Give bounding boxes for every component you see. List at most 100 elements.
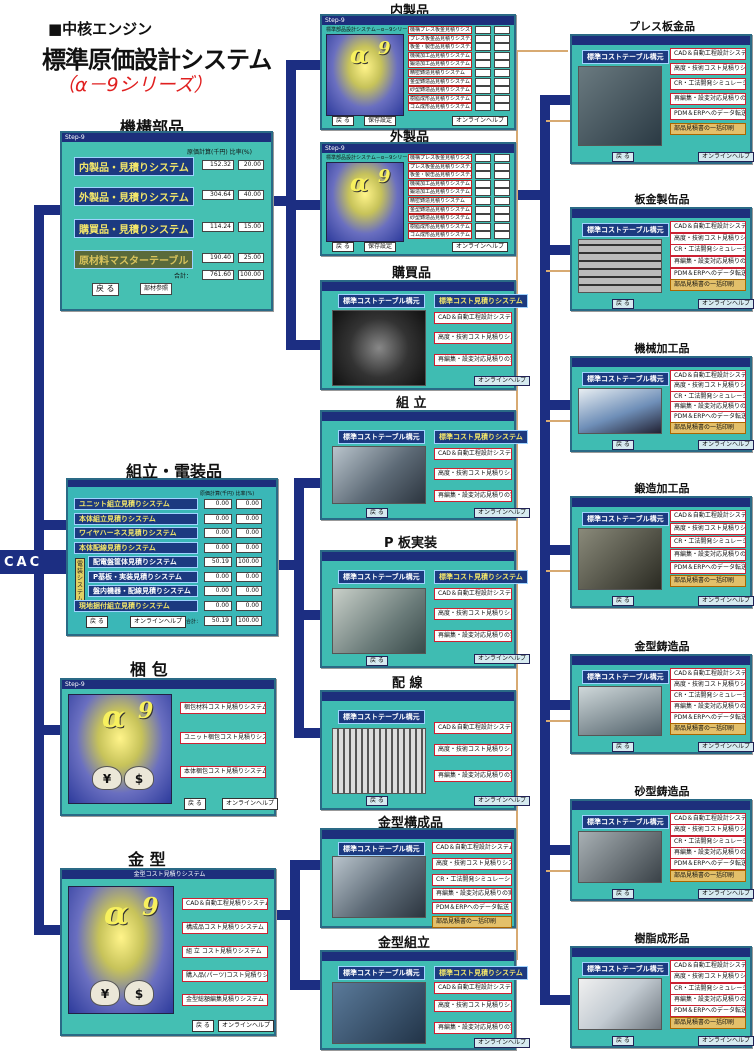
kanagata-back-button[interactable]: 戻 る — [192, 1020, 214, 1032]
kgkumi-cost-std[interactable]: 標準コストテーブル構元 — [338, 966, 425, 980]
press-b-takumi[interactable]: 高度・技術コスト見積りシステム — [670, 63, 746, 75]
pban-help-button[interactable]: オンラインヘルプ — [474, 654, 531, 664]
naisei-list-item[interactable]: 機械加工品見積りシステム — [408, 51, 472, 60]
kanagata-item-4[interactable]: 購入品(パーツ)コスト見積りシステム — [182, 970, 268, 982]
kanagata-item-2[interactable]: 構成品コスト見積りシステム — [182, 922, 268, 934]
kikai-cost-std[interactable]: 標準コストテーブル構元 — [582, 372, 669, 386]
kinzoku-back-button[interactable]: 戻 る — [612, 742, 634, 752]
itakan-help-button[interactable]: オンラインヘルプ — [698, 299, 755, 309]
gaisei-list-item[interactable]: 鍛造加工品見積りシステム — [408, 188, 472, 197]
kumitate-back-button[interactable]: 戻 る — [366, 508, 388, 518]
den-row-button[interactable]: 配電盤筐体見積りシステム — [88, 556, 198, 568]
suna-back-button[interactable]: 戻 る — [612, 889, 634, 899]
suna-b-cad[interactable]: CAD＆自動工程設計システム — [670, 813, 746, 825]
kiko-back-button[interactable]: 戻 る — [92, 283, 119, 296]
itakan-b-ikkatsu[interactable]: 部品見積書の一括印刷 — [670, 279, 746, 292]
jushi-cost-std[interactable]: 標準コストテーブル構元 — [582, 962, 669, 976]
press-b-ryosan[interactable]: 再編集・設変対応見積りの実行 — [670, 93, 746, 105]
kinzoku-help-button[interactable]: オンラインヘルプ — [698, 742, 755, 752]
jushi-b-ryosan[interactable]: 再編集・設変対応見積りの実行 — [670, 994, 746, 1006]
suna-b-ikkatsu[interactable]: 部品見積書の一括印刷 — [670, 869, 746, 882]
press-b-pdm[interactable]: PDM＆ERPへのデータ転送 — [670, 108, 746, 120]
suna-b-pdm[interactable]: PDM＆ERPへのデータ転送 — [670, 858, 746, 871]
tanzo-help-button[interactable]: オンラインヘルプ — [698, 596, 755, 606]
kiko-btn-konyu[interactable]: 購買品・見積りシステム — [74, 219, 194, 238]
gaisei-list-item[interactable]: 樹脂成形品見積りシステム — [408, 222, 472, 231]
kanagata-item-3[interactable]: 組 立 コスト見積りシステム — [182, 946, 268, 958]
kiko-btn-master[interactable]: 原材料マスターテーブル — [74, 250, 194, 269]
naisei-list-item[interactable]: 精密鋳造見積りシステム — [408, 69, 472, 77]
kikai-help-button[interactable]: オンラインヘルプ — [698, 440, 755, 450]
gaisei-list-item[interactable]: 金型鋳造品見積りシステム — [408, 205, 472, 214]
suna-cost-std[interactable]: 標準コストテーブル構元 — [582, 815, 669, 829]
kgk-b-ikkatsu[interactable]: 部品見積書の一括印刷 — [432, 916, 512, 928]
haisen-b-ryosan[interactable]: 再編集・設変対応見積りの実行 — [434, 770, 512, 782]
kgk-b-ryosan[interactable]: 再編集・設変対応見積りの実行 — [432, 888, 512, 900]
kgk-b-takumi[interactable]: 高度・技術コスト見積りシステム — [432, 858, 512, 870]
kgkumi-b-ryosan[interactable]: 再編集・設変対応見積りの実行 — [434, 1022, 512, 1034]
gaisei-list-item[interactable]: ゴム成形品見積りシステム — [408, 231, 472, 240]
suna-help-button[interactable]: オンラインヘルプ — [698, 889, 755, 899]
suna-b-takumi[interactable]: 高度・技術コスト見積りシステム — [670, 824, 746, 837]
itakan-b-cr[interactable]: CR・工法開発シミュレーション — [670, 244, 746, 257]
kinzoku-b-ikkatsu[interactable]: 部品見積書の一括印刷 — [670, 723, 746, 735]
kumitate-b-takumi[interactable]: 高度・技術コスト見積りシステム — [434, 468, 512, 480]
kumitate-help-button[interactable]: オンラインヘルプ — [474, 508, 531, 518]
kgkumi-cost-sys[interactable]: 標準コスト見積りシステム — [434, 966, 528, 980]
haisen-cost-std[interactable]: 標準コストテーブル構元 — [338, 710, 425, 724]
kumitate-cost-sys[interactable]: 標準コスト見積りシステム — [434, 430, 528, 444]
den-help-button[interactable]: オンラインヘルプ — [130, 616, 187, 628]
gaisei-list-item[interactable]: 砂型鋳造品見積りシステム — [408, 214, 472, 223]
jushi-help-button[interactable]: オンラインヘルプ — [698, 1036, 755, 1046]
den-row-button[interactable]: 本体配線見積りシステム — [74, 541, 198, 554]
konyu-help-button[interactable]: オンラインヘルプ — [474, 376, 531, 386]
pban-b-cad[interactable]: CAD＆自動工程設計システム — [434, 588, 512, 600]
haisen-b-takumi[interactable]: 高度・技術コスト見積りシステム — [434, 744, 512, 756]
itakan-b-pdm[interactable]: PDM＆ERPへのデータ転送 — [670, 267, 746, 280]
kanagata-help-button[interactable]: オンラインヘルプ — [218, 1020, 275, 1032]
tanzo-b-pdm[interactable]: PDM＆ERPへのデータ転送 — [670, 562, 746, 574]
jushi-b-cr[interactable]: CR・工法開発シミュレーション — [670, 982, 746, 995]
suna-b-cr[interactable]: CR・工法開発シミュレーション — [670, 835, 746, 848]
tanzo-b-ryosan[interactable]: 再編集・設変対応見積りの実行 — [670, 549, 746, 561]
tanzo-b-takumi[interactable]: 高度・技術コスト見積りシステム — [670, 523, 746, 535]
naisei-list-item[interactable]: 機構プレス板金見積りシステム — [408, 26, 472, 34]
kikai-b-ikkatsu[interactable]: 部品見積書の一括印刷 — [670, 421, 746, 434]
gaisei-save-button[interactable]: 保存設定 — [364, 242, 397, 252]
naisei-save-button[interactable]: 保存設定 — [364, 116, 397, 126]
itakan-back-button[interactable]: 戻 る — [612, 299, 634, 309]
tanzo-b-cad[interactable]: CAD＆自動工程設計システム — [670, 510, 746, 522]
pban-cost-std[interactable]: 標準コストテーブル構元 — [338, 570, 425, 584]
kgkumi-help-button[interactable]: オンラインヘルプ — [474, 1038, 531, 1048]
kikai-back-button[interactable]: 戻 る — [612, 440, 634, 450]
kumitate-b-cad[interactable]: CAD＆自動工程設計システム — [434, 448, 512, 460]
kiko-btn-gaisei[interactable]: 外製品・見積りシステム — [74, 187, 194, 206]
tanzo-b-ikkatsu[interactable]: 部品見積書の一括印刷 — [670, 575, 746, 587]
konyu-b-cad[interactable]: CAD＆自動工程設計システム — [434, 312, 512, 324]
jushi-back-button[interactable]: 戻 る — [612, 1036, 634, 1046]
naisei-back-button[interactable]: 戻 る — [332, 116, 354, 126]
kikai-b-ryosan[interactable]: 再編集・設変対応見積りの実行 — [670, 401, 746, 413]
konpo-item-1[interactable]: 梱包材料コスト見積りシステム — [180, 702, 266, 714]
konyu-cost-sys[interactable]: 標準コスト見積りシステム — [434, 294, 528, 308]
naisei-help-button[interactable]: オンラインヘルプ — [452, 116, 509, 126]
kinzoku-cost-std[interactable]: 標準コストテーブル構元 — [582, 670, 669, 684]
kanagata-item-5[interactable]: 金型総額編集見積りシステム — [182, 994, 268, 1006]
pban-b-takumi[interactable]: 高度・技術コスト見積りシステム — [434, 608, 512, 620]
konpo-item-3[interactable]: 本体梱包コスト見積りシステム — [180, 766, 266, 778]
jushi-b-pdm[interactable]: PDM＆ERPへのデータ転送 — [670, 1005, 746, 1018]
naisei-list-item[interactable]: 砂型鋳造品見積りシステム — [408, 86, 472, 95]
haisen-help-button[interactable]: オンラインヘルプ — [474, 796, 531, 806]
kgkumi-b-cad[interactable]: CAD＆自動工程設計システム — [434, 982, 512, 994]
kanagata-item-1[interactable]: CAD＆自動工程見積りシステム — [182, 898, 268, 910]
tanzo-cost-std[interactable]: 標準コストテーブル構元 — [582, 512, 669, 526]
kumitate-cost-std[interactable]: 標準コストテーブル構元 — [338, 430, 425, 444]
kgk-b-cad[interactable]: CAD＆自動工程設計システム — [432, 842, 512, 854]
itakan-cost-std[interactable]: 標準コストテーブル構元 — [582, 223, 669, 237]
tanzo-back-button[interactable]: 戻 る — [612, 596, 634, 606]
kgkumi-b-takumi[interactable]: 高度・技術コスト見積りシステム — [434, 1000, 512, 1012]
konpo-item-2[interactable]: ユニット梱包コスト見積りシステム — [180, 732, 266, 744]
press-b-ikkatsu[interactable]: 部品見積書の一括印刷 — [670, 123, 746, 135]
kumitate-b-ryosan[interactable]: 再編集・設変対応見積りの実行 — [434, 490, 512, 502]
gaisei-list-item[interactable]: プレス板金品見積りシステム — [408, 162, 472, 171]
